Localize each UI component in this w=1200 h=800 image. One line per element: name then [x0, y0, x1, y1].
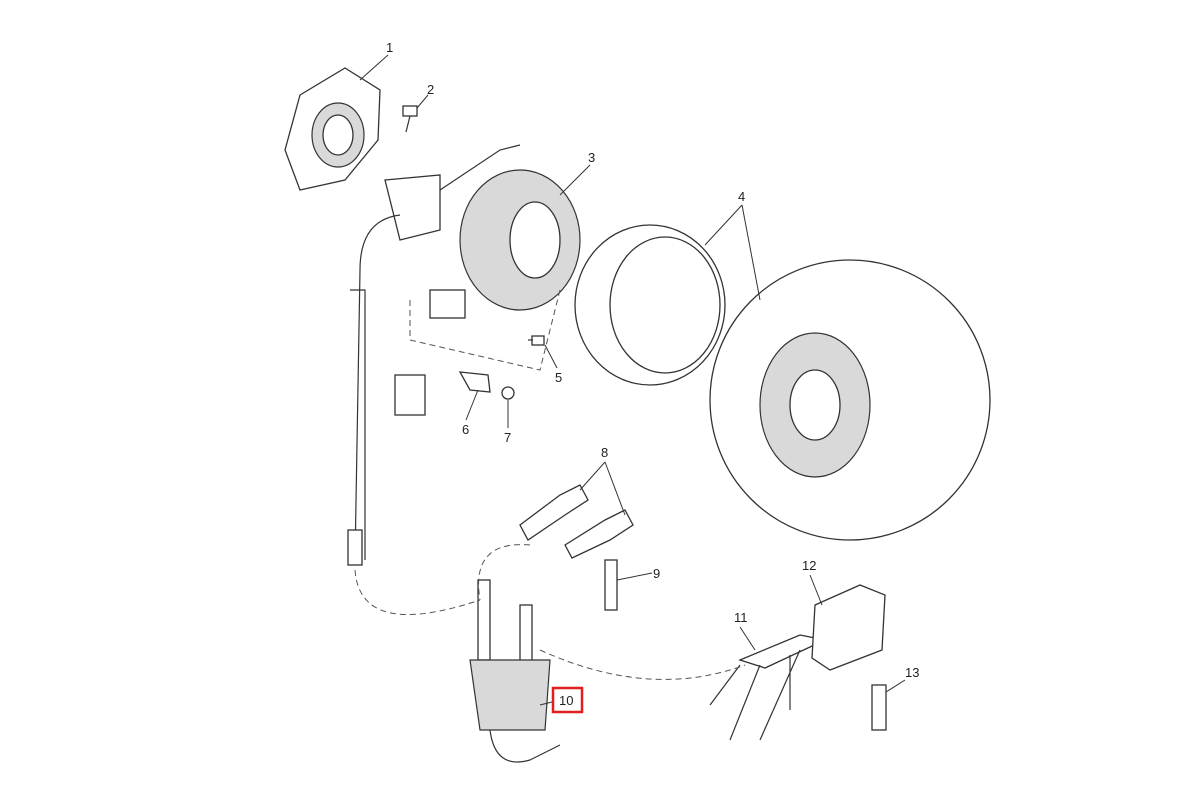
callout-11[interactable]: 11 [734, 610, 748, 625]
connector-part[interactable] [871, 684, 887, 731]
callout-12[interactable]: 12 [802, 558, 816, 573]
callout-13[interactable]: 13 [905, 665, 919, 680]
wiring-harness-part[interactable] [347, 174, 466, 566]
control-module-part[interactable] [811, 584, 886, 671]
wire-lead-part[interactable] [709, 634, 828, 741]
callout-3[interactable]: 3 [588, 150, 595, 165]
callout-5[interactable]: 5 [555, 370, 562, 385]
stator-part[interactable] [439, 144, 581, 311]
callout-10[interactable]: 10 [559, 693, 573, 708]
callout-leaders [359, 54, 906, 706]
ignition-coil-part[interactable] [469, 579, 561, 763]
callout-9[interactable]: 9 [653, 566, 660, 581]
callout-7[interactable]: 7 [504, 430, 511, 445]
flywheel-part[interactable] [574, 224, 991, 541]
small-screw-part[interactable] [501, 386, 515, 400]
spark-plug-cap-part[interactable] [519, 484, 634, 559]
callout-1[interactable]: 1 [386, 40, 393, 55]
callout-4[interactable]: 4 [738, 189, 745, 204]
bolt-part[interactable] [402, 105, 418, 133]
mounting-plate-part[interactable] [284, 67, 381, 191]
callout-2[interactable]: 2 [427, 82, 434, 97]
bracket-part[interactable] [458, 371, 491, 393]
highlight-box [551, 686, 584, 714]
callout-6[interactable]: 6 [462, 422, 469, 437]
spark-plug-part[interactable] [604, 559, 618, 611]
callout-8[interactable]: 8 [601, 445, 608, 460]
screw-part[interactable] [528, 335, 545, 346]
